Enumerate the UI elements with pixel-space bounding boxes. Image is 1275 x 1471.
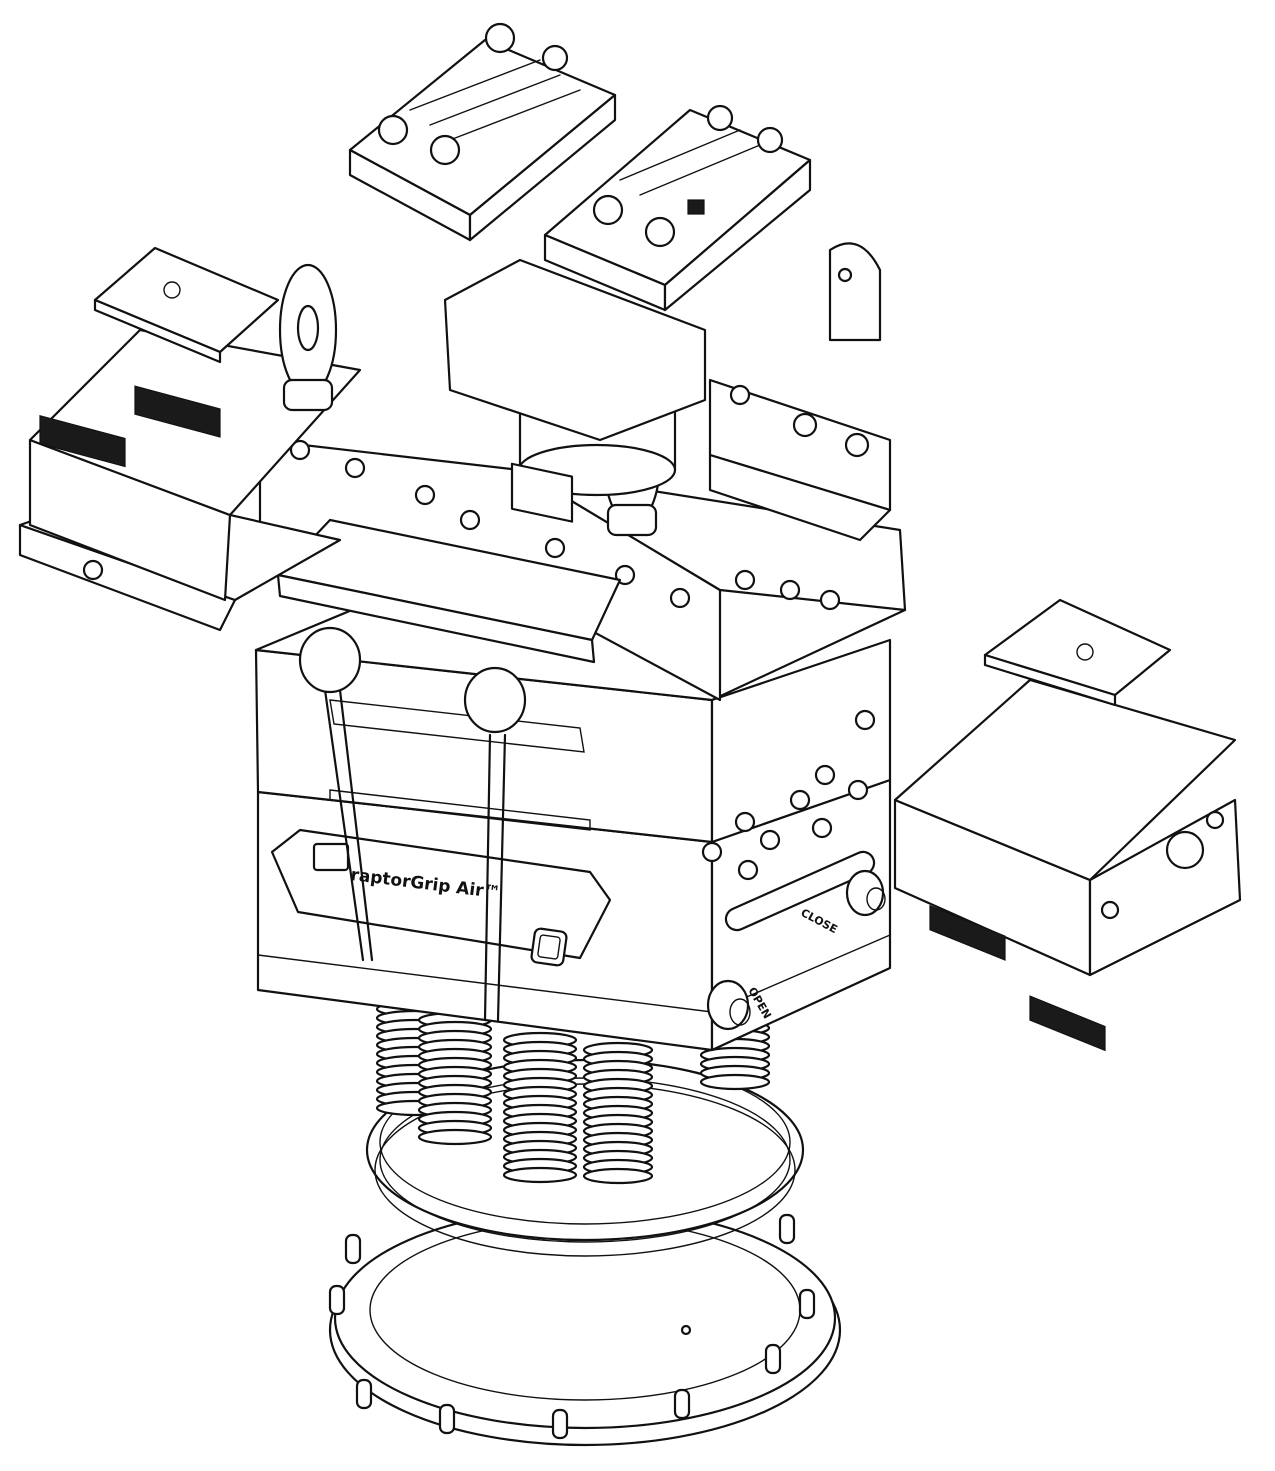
spring bbox=[582, 1041, 654, 1185]
vise-body: raptorGrip Air™ OPEN CLOSE bbox=[254, 538, 907, 1052]
bolt-hole bbox=[289, 439, 311, 461]
side-holes bbox=[701, 709, 876, 881]
clamp-cover bbox=[276, 518, 622, 1022]
base-center-hole bbox=[680, 1324, 692, 1336]
bolt-hole bbox=[459, 509, 481, 531]
upper-left-top-jaw bbox=[348, 22, 617, 242]
left-jaw-assembly bbox=[18, 246, 362, 632]
logo-icon bbox=[312, 842, 350, 872]
right-jaw-assembly bbox=[893, 598, 1242, 1052]
bolt-hole bbox=[819, 589, 841, 611]
base-plate bbox=[328, 1206, 842, 1447]
bolt-hole bbox=[344, 457, 366, 479]
left-top-plate bbox=[93, 246, 280, 354]
badge-button bbox=[530, 927, 568, 967]
base-pins bbox=[328, 1213, 816, 1440]
air-fitting-close bbox=[845, 869, 886, 917]
bolt-hole bbox=[779, 579, 801, 601]
center-cylinder bbox=[443, 258, 707, 523]
back-right-rail bbox=[708, 378, 892, 542]
air-fitting-open bbox=[706, 979, 751, 1031]
right-top-plate bbox=[983, 598, 1172, 697]
upper-right-top-jaw bbox=[543, 104, 812, 312]
front-badge-plate bbox=[270, 828, 612, 960]
spring bbox=[417, 1011, 493, 1146]
bolt-hole bbox=[414, 484, 436, 506]
spring bbox=[502, 1031, 578, 1184]
bolt-hole bbox=[544, 537, 566, 559]
bolt-hole bbox=[734, 569, 756, 591]
bolt-hole bbox=[669, 587, 691, 609]
